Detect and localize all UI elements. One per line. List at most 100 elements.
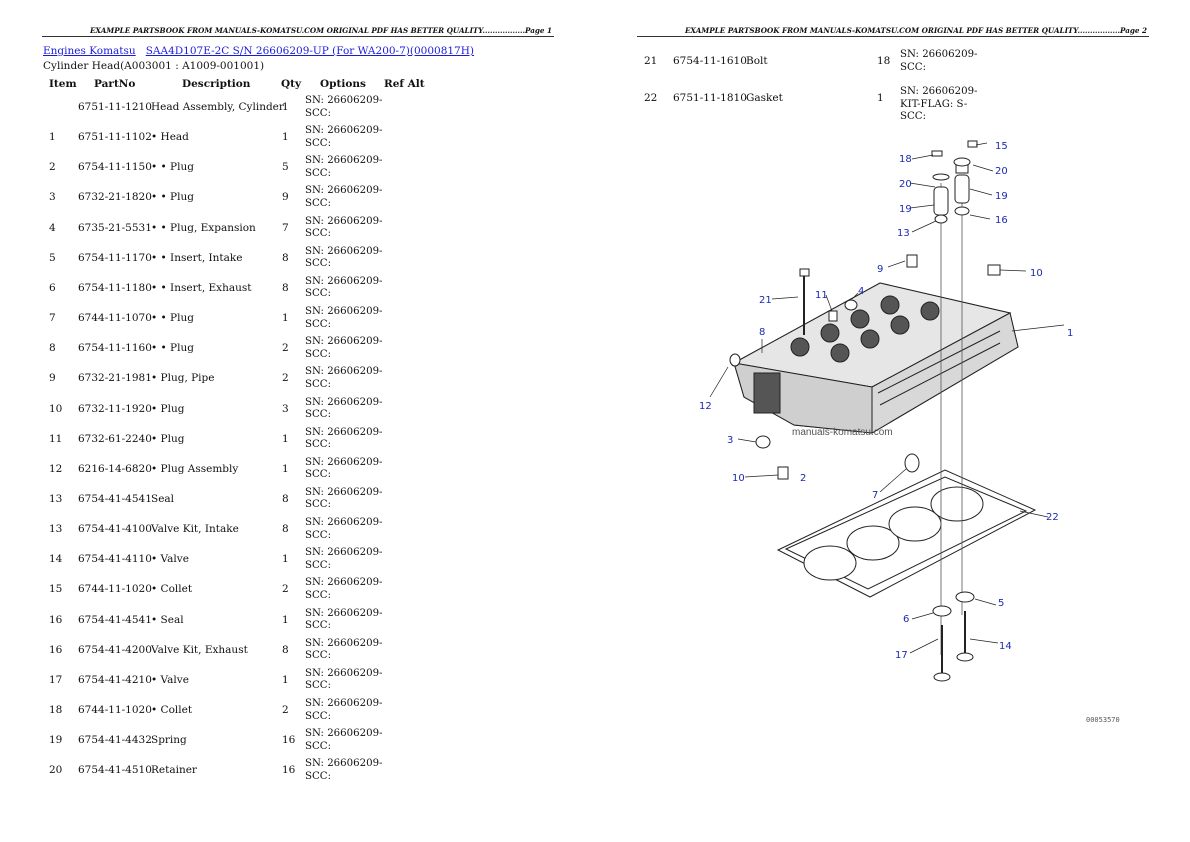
part-description: • Collet bbox=[151, 583, 193, 596]
callout-13: 13 bbox=[897, 228, 910, 239]
part-quantity: 2 bbox=[282, 704, 289, 716]
part-description: • • Plug bbox=[151, 342, 194, 355]
item-number: 11 bbox=[49, 432, 63, 445]
item-number: 13 bbox=[49, 492, 63, 505]
part-quantity: 1 bbox=[282, 613, 289, 626]
part-quantity: 5 bbox=[282, 161, 289, 174]
part-description: • Plug bbox=[151, 402, 185, 415]
callout-18: 18 bbox=[899, 154, 912, 165]
part-number: 6216-14-6820 bbox=[78, 462, 152, 475]
page-2: EXAMPLE PARTSBOOK FROM MANUALS-KOMATSU.C… bbox=[595, 0, 1190, 842]
valve-seat-insert-intake bbox=[932, 605, 952, 617]
item-number: 12 bbox=[49, 462, 63, 475]
part-options: SN: 26606209-SCC: bbox=[305, 215, 383, 240]
part-number: 6754-11-1610 bbox=[673, 55, 747, 67]
callout-8: 8 bbox=[759, 327, 765, 338]
part-description: • Plug Assembly bbox=[151, 462, 239, 475]
part-options: SN: 26606209-SCC: bbox=[305, 517, 383, 541]
part-number: 6735-21-5531 bbox=[78, 221, 152, 234]
part-number: 6744-11-1020 bbox=[78, 704, 152, 716]
item-number: 20 bbox=[49, 764, 63, 777]
part-number: 6754-11-1180 bbox=[78, 281, 152, 294]
item-number: 1 bbox=[49, 131, 56, 144]
callout-21: 21 bbox=[759, 295, 772, 306]
breadcrumb-link-model[interactable]: SAA4D107E-2C S/N 26606209-UP (For WA200-… bbox=[145, 45, 474, 57]
item-number: 14 bbox=[49, 553, 63, 566]
part-options: SN: 26606209-SCC: bbox=[305, 185, 383, 209]
part-quantity: 1 bbox=[282, 673, 289, 686]
callout-20: 20 bbox=[995, 166, 1008, 177]
part-quantity: 8 bbox=[282, 523, 289, 536]
part-quantity: 9 bbox=[282, 191, 289, 204]
item-number: 10 bbox=[49, 402, 63, 415]
col-ref-alt: Ref Alt bbox=[384, 78, 425, 90]
part-options: SN: 26606209-SCC: bbox=[305, 125, 383, 149]
part-options: SN: 26606209-SCC: bbox=[305, 245, 383, 270]
callout-10: 10 bbox=[732, 473, 745, 484]
callout-14: 14 bbox=[999, 641, 1012, 652]
callout-1: 1 bbox=[1067, 328, 1073, 339]
part-options: SN: 26606209-KIT-FLAG: S-SCC: bbox=[900, 86, 978, 122]
part-number: 6754-41-4200 bbox=[78, 643, 152, 656]
part-quantity: 16 bbox=[282, 734, 296, 747]
item-number: 6 bbox=[49, 281, 56, 294]
part-description: • Valve bbox=[151, 673, 189, 686]
callout-22: 22 bbox=[1046, 512, 1059, 523]
item-number: 5 bbox=[49, 251, 56, 264]
callout-10: 10 bbox=[1030, 268, 1043, 279]
part-quantity: 2 bbox=[282, 372, 289, 385]
part-quantity: 1 bbox=[282, 553, 289, 566]
part-quantity: 1 bbox=[282, 131, 289, 144]
gasket-bore-3 bbox=[888, 506, 942, 542]
part-number: 6754-41-4100 bbox=[78, 523, 152, 536]
col-description: Description bbox=[182, 78, 251, 90]
part-number: 6751-11-1102 bbox=[78, 131, 152, 144]
breadcrumb-link-engines[interactable]: Engines Komatsu bbox=[43, 45, 136, 57]
part-quantity: 1 bbox=[282, 432, 289, 445]
callout-20: 20 bbox=[899, 179, 912, 190]
col-item: Item bbox=[49, 78, 77, 90]
callout-4: 4 bbox=[858, 286, 864, 297]
part-number: 6754-11-1150 bbox=[78, 161, 152, 174]
breadcrumb: Engines Komatsu SAA4D107E-2C S/N 2660620… bbox=[43, 45, 474, 57]
part-options: SN: 26606209-SCC: bbox=[305, 637, 383, 662]
part-options: SN: 26606209-SCC: bbox=[305, 486, 383, 511]
item-number: 16 bbox=[49, 613, 63, 626]
part-number: 6744-11-1020 bbox=[78, 583, 152, 596]
part-description: • • Insert, Exhaust bbox=[151, 281, 252, 294]
part-number: 6732-11-1920 bbox=[78, 402, 152, 415]
valve-exhaust bbox=[956, 652, 974, 662]
part-quantity: 2 bbox=[282, 583, 289, 596]
page-subtitle: Cylinder Head(A003001 : A1009-001001) bbox=[43, 60, 265, 72]
exploded-parts-diagram: manuals-komatsu.com 15 18 20 20 19 19 13… bbox=[699, 140, 1073, 682]
part-options: SN: 26606209-SCC: bbox=[305, 728, 383, 752]
callout-17: 17 bbox=[895, 650, 908, 661]
part-options: SN: 26606209-SCC: bbox=[305, 607, 383, 632]
part-number: 6754-11-1170 bbox=[78, 251, 152, 264]
part-quantity: 8 bbox=[282, 251, 289, 264]
gasket-bore-2 bbox=[846, 525, 900, 561]
item-number: 8 bbox=[49, 342, 56, 355]
part-description: • • Plug bbox=[151, 312, 194, 325]
part-description: Gasket bbox=[746, 92, 783, 104]
part-options: SN: 26606209-SCC: bbox=[305, 306, 383, 330]
item-number: 9 bbox=[49, 372, 56, 385]
page-header: EXAMPLE PARTSBOOK FROM MANUALS-KOMATSU.C… bbox=[684, 26, 1147, 35]
